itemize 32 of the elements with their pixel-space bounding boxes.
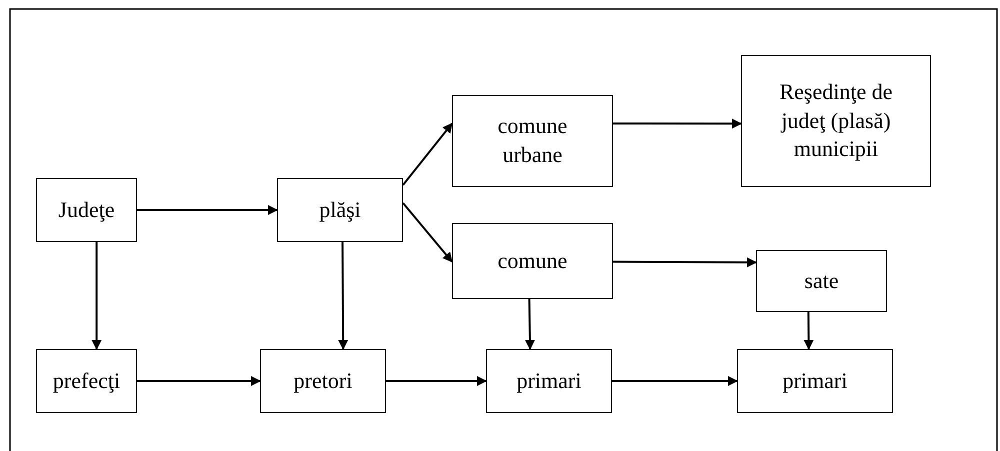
- arrow: [137, 205, 278, 215]
- box-label: pretori: [294, 366, 352, 395]
- process-box: [277, 178, 403, 242]
- box-label: primari: [516, 366, 582, 395]
- box-label: comune: [498, 246, 568, 275]
- arrow: [402, 122, 453, 186]
- arrow: [613, 118, 742, 129]
- box-label: Judeţe: [58, 196, 115, 224]
- process-box: [486, 349, 612, 413]
- arrow: [613, 257, 757, 268]
- process-box: [36, 349, 137, 413]
- arrow: [402, 202, 453, 263]
- box-label: prefecţi: [52, 366, 120, 395]
- arrow: [804, 312, 814, 350]
- box-label: plăşi: [319, 196, 361, 224]
- process-box: [36, 178, 137, 242]
- process-box: [756, 250, 887, 312]
- box-label: Reşedinţe de judeţ (plasă) municipii: [778, 78, 894, 164]
- arrow: [386, 376, 487, 386]
- process-box: [737, 349, 893, 413]
- arrow: [92, 242, 102, 350]
- process-box: [741, 55, 931, 187]
- arrow: [338, 242, 348, 350]
- arrow: [137, 376, 261, 386]
- arrow: [524, 298, 535, 350]
- process-box: [452, 95, 613, 187]
- box-label: primari: [782, 366, 848, 395]
- process-box: [452, 223, 613, 299]
- process-box: [260, 349, 386, 413]
- arrow: [612, 376, 738, 386]
- box-label: comune urbane: [496, 112, 568, 169]
- box-label: sate: [804, 266, 839, 295]
